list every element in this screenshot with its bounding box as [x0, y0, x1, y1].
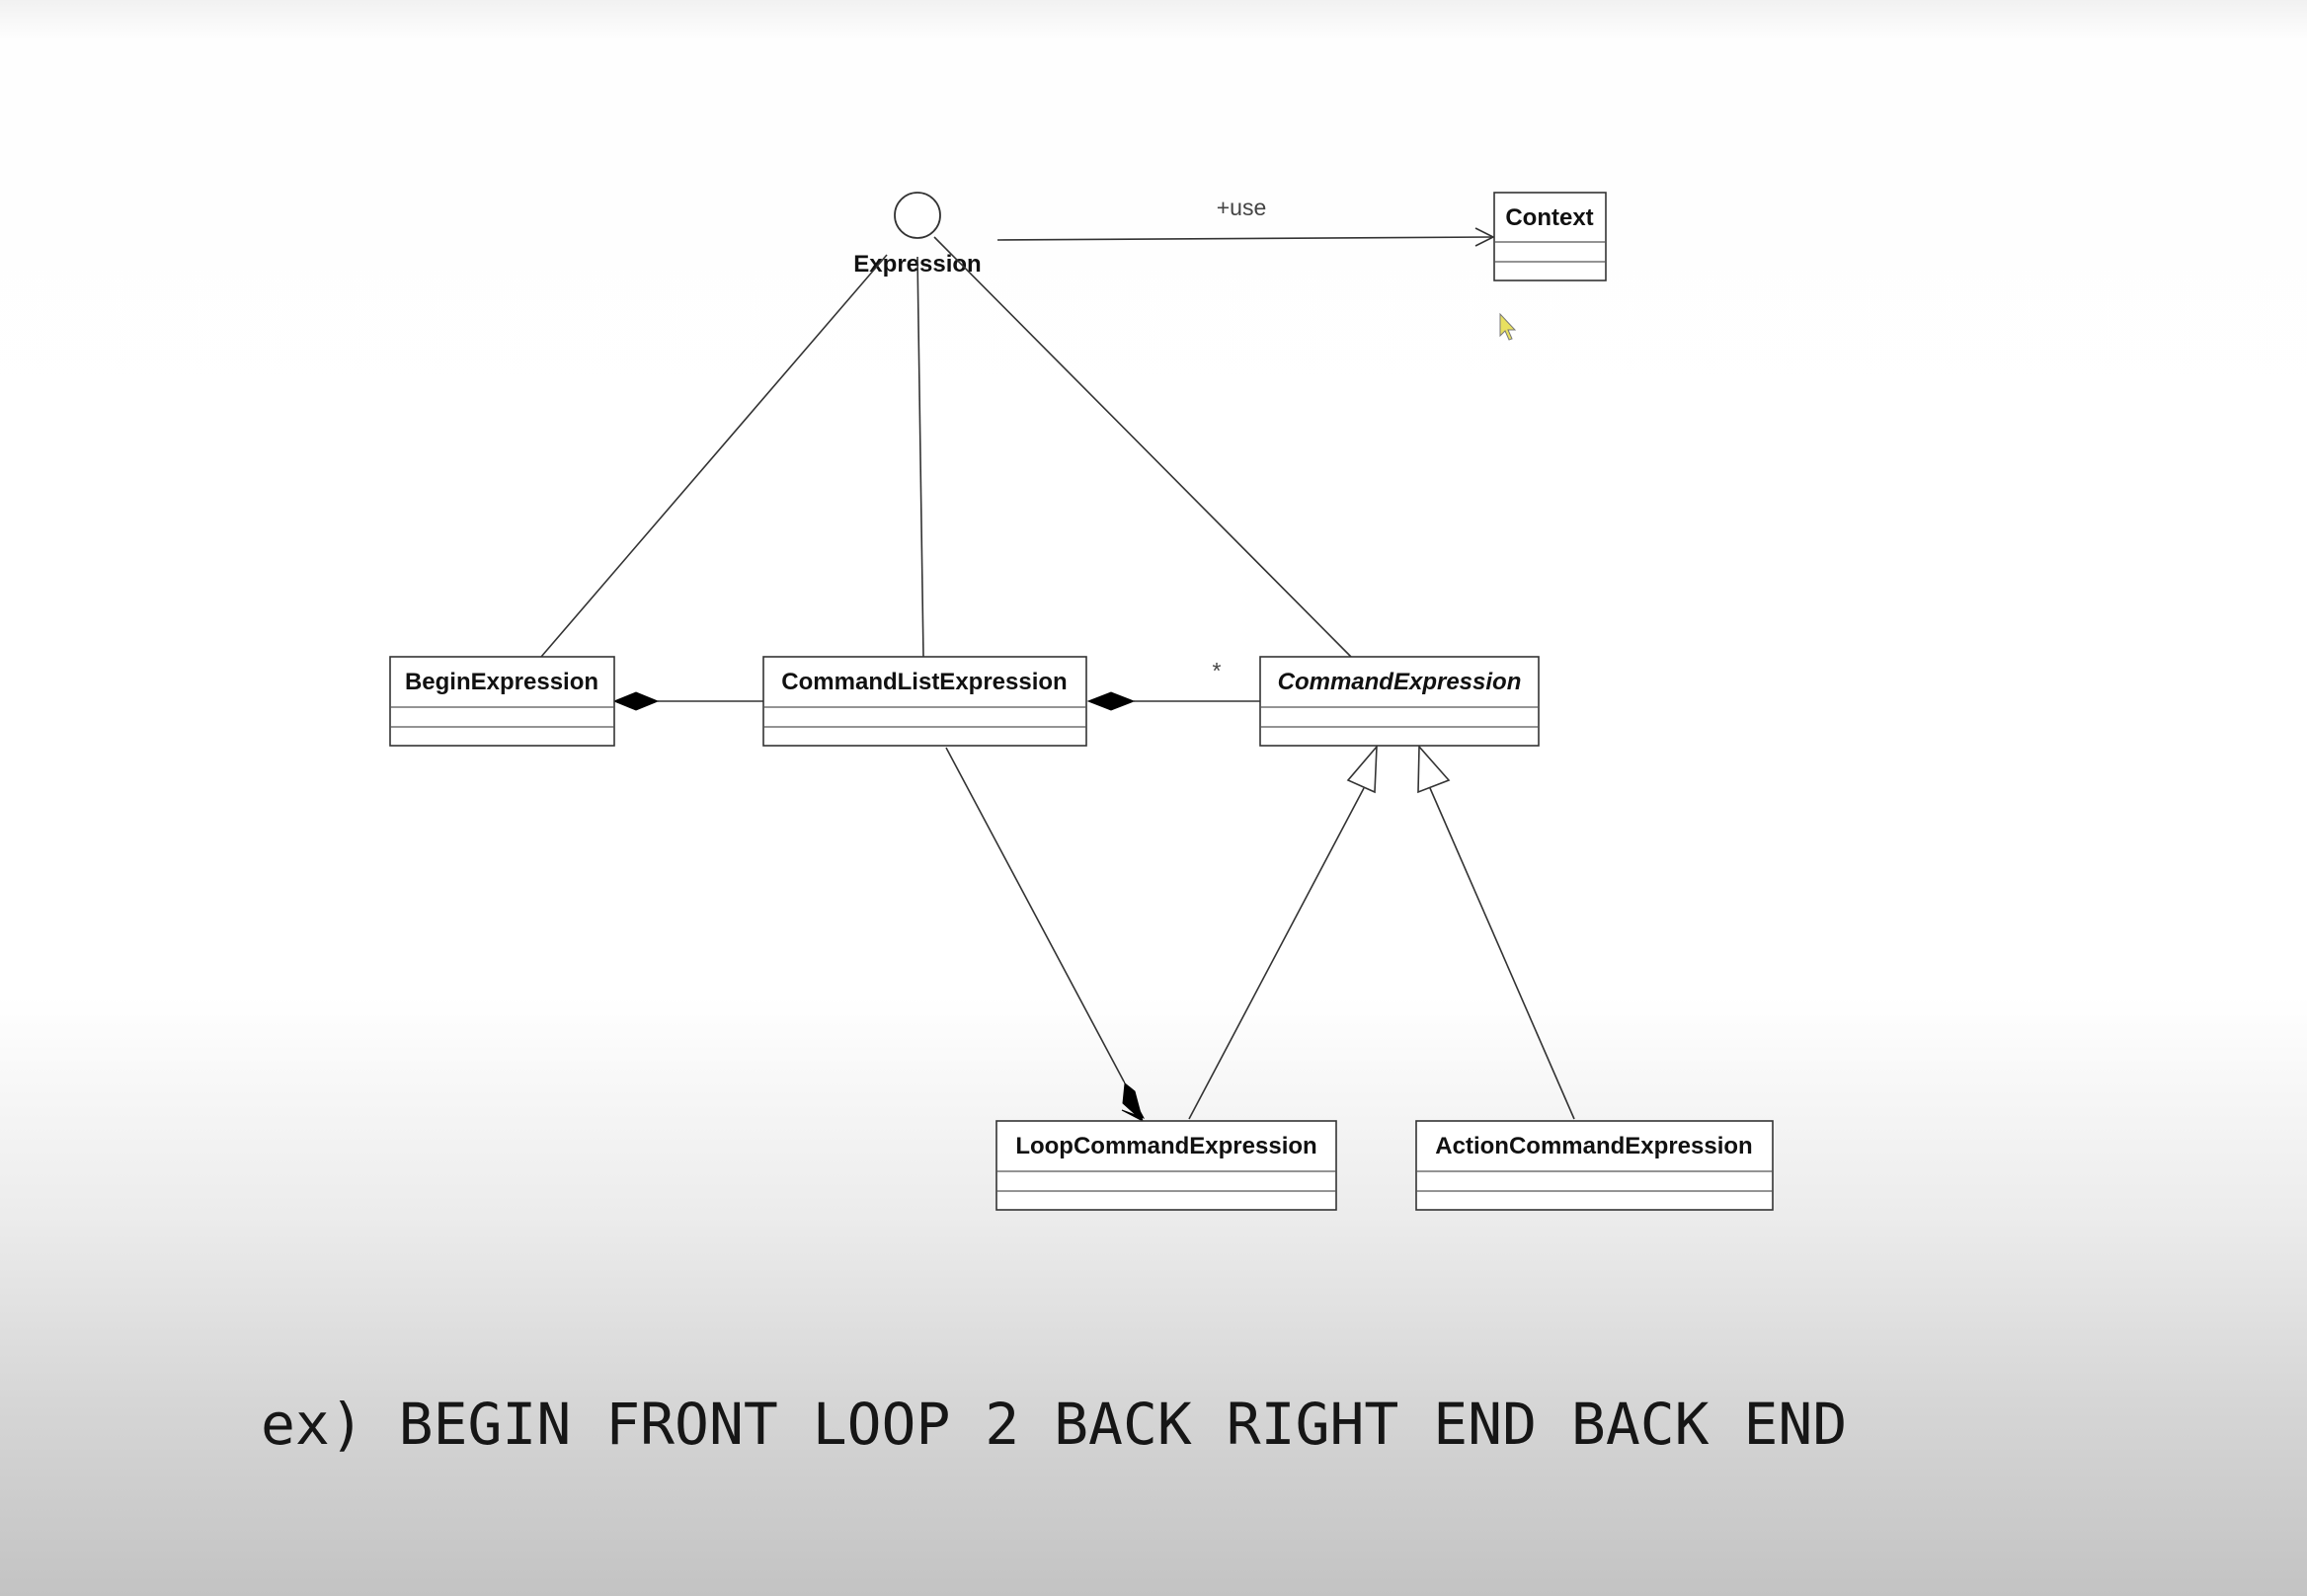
- class-name: BeginExpression: [405, 669, 598, 695]
- realization-line-command-list: [916, 256, 924, 658]
- class-command-list-expression[interactable]: CommandListExpression: [762, 656, 1087, 747]
- use-dependency: +use: [996, 195, 1495, 247]
- class-action-command-expression[interactable]: ActionCommandExpression: [1415, 1120, 1774, 1211]
- composition-diamond-icon: [612, 691, 660, 711]
- composition-loop-command-list: [945, 747, 1146, 1123]
- class-name: CommandExpression: [1278, 669, 1522, 695]
- class-box: [1259, 656, 1540, 747]
- class-box: [1493, 192, 1607, 281]
- class-box: [762, 656, 1087, 747]
- class-name: CommandListExpression: [781, 669, 1067, 695]
- class-name: Context: [1505, 204, 1593, 231]
- class-name: ActionCommandExpression: [1435, 1133, 1752, 1159]
- composition-line: [945, 747, 1125, 1082]
- open-arrowhead-icon: [1474, 227, 1495, 247]
- composition-command-list-command: *: [1086, 658, 1260, 711]
- class-box: [995, 1120, 1337, 1211]
- hollow-triangle-icon: [1417, 744, 1451, 794]
- class-context[interactable]: Context: [1493, 192, 1607, 281]
- interface-circle-icon: [894, 192, 941, 239]
- class-name: LoopCommandExpression: [1015, 1133, 1316, 1159]
- realization-line-command: [933, 236, 1352, 658]
- class-box: [389, 656, 615, 747]
- example-caption: ex) BEGIN FRONT LOOP 2 BACK RIGHT END BA…: [261, 1391, 1848, 1458]
- use-dependency-line: [996, 236, 1494, 241]
- multiplicity-label: *: [1213, 658, 1222, 683]
- generalization-loop-command: [1188, 744, 1378, 1120]
- hollow-triangle-icon: [1346, 744, 1378, 794]
- composition-diamond-icon: [1086, 691, 1136, 711]
- use-label: +use: [1217, 195, 1267, 220]
- generalization-line: [1429, 787, 1575, 1120]
- class-begin-expression[interactable]: BeginExpression: [389, 656, 615, 747]
- composition-begin-command-list: [612, 691, 763, 711]
- class-box: [1415, 1120, 1774, 1211]
- class-command-expression[interactable]: CommandExpression: [1259, 656, 1540, 747]
- generalization-action-command: [1417, 744, 1575, 1120]
- generalization-line: [1188, 787, 1365, 1120]
- class-loop-command-expression[interactable]: LoopCommandExpression: [995, 1120, 1337, 1211]
- realization-line-begin: [540, 254, 888, 658]
- mouse-pointer-icon: [1499, 312, 1517, 341]
